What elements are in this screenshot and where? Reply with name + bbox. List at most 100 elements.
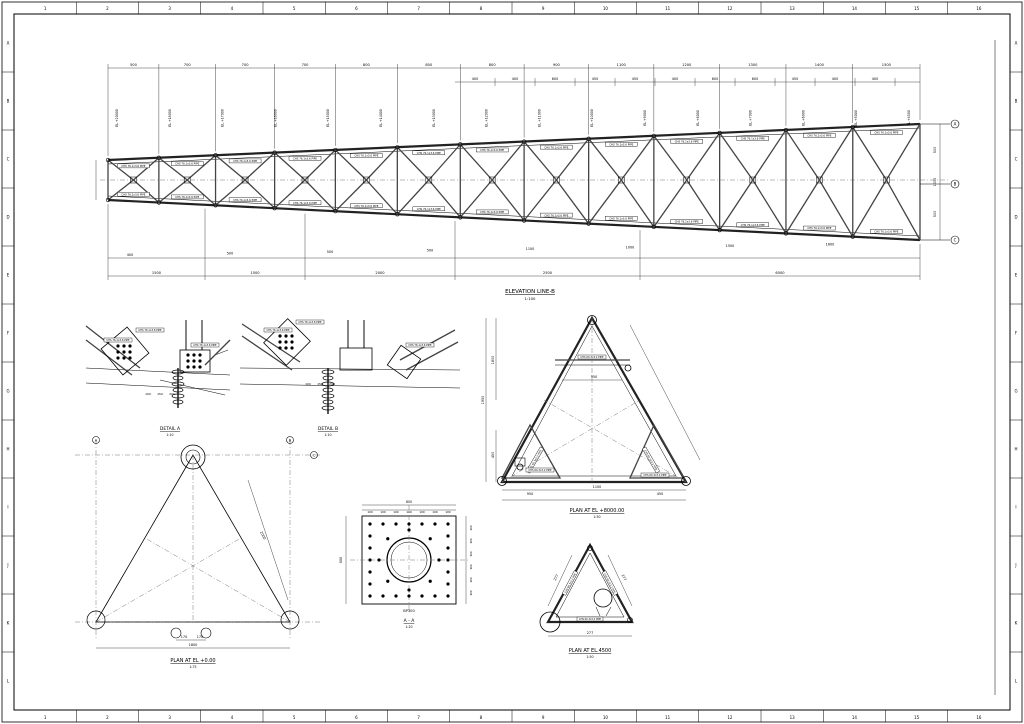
bolt — [122, 344, 126, 348]
truss-brace — [334, 179, 367, 212]
member-tag-box — [288, 156, 322, 161]
truss-brace — [215, 154, 246, 181]
member-tag-box — [605, 142, 638, 147]
dim-text-right: 1000 — [933, 178, 937, 187]
truss-gusset — [241, 176, 249, 184]
bolt — [198, 359, 202, 363]
section-a-a-scale: 1:20 — [405, 625, 412, 629]
frame-col-label: 6 — [355, 6, 358, 11]
base-bolt — [420, 522, 424, 526]
frame-row-label: J — [1014, 563, 1016, 568]
top-chord-edge — [107, 127, 921, 165]
frame-col-label: 2 — [106, 715, 109, 720]
truss-brace — [852, 179, 887, 238]
grid-bubble — [950, 179, 960, 189]
plan-el-0-scale: 1:75 — [189, 665, 196, 669]
grid-bubble — [950, 119, 960, 129]
truss-brace — [274, 152, 306, 181]
base-bolt-ring — [428, 579, 432, 583]
truss-brace — [752, 129, 787, 181]
frame-col-label: 15 — [914, 715, 920, 720]
dim-text-bottom: 2500 — [543, 271, 553, 275]
dim-text-top: 500 — [130, 63, 138, 67]
bottom-chord-edge — [107, 195, 921, 237]
truss-node — [333, 147, 338, 153]
member-tag: CHS 76.1x3.6 PIPE — [807, 226, 831, 230]
member-tag: CHS 76.1x3.6 PIPE — [233, 198, 257, 202]
dim-text-top: 800 — [489, 63, 497, 67]
frame-col-label: 5 — [293, 715, 296, 720]
member-tag-box — [350, 203, 383, 208]
dim-text-row: 500 — [327, 250, 333, 254]
member-tag: CHS 76.1x3.6 PIPE — [807, 134, 831, 138]
plan-0-dim: 2000 — [259, 531, 267, 541]
frame-row-label: F — [7, 331, 10, 336]
truss-gusset — [130, 176, 137, 184]
frame-row-label: B — [1015, 99, 1018, 104]
bolt — [284, 334, 288, 338]
detail-a-title: DETAIL A — [160, 426, 181, 432]
dim-text-top: 800 — [363, 63, 371, 67]
member-tag: CHS 76.1x3.6 PIPE — [609, 142, 633, 146]
truss-brace — [133, 179, 160, 203]
member-tag: CHS 76.1x3.6 PIPE — [293, 156, 317, 160]
level-label: EL.+18000 — [168, 109, 172, 127]
plan-0-grid-label: B — [289, 438, 292, 442]
detail-dim-text: 150 — [157, 392, 163, 396]
plan-8000-tag-box — [640, 472, 670, 478]
frame-row-label: E — [7, 273, 10, 278]
frame-col-label: 9 — [542, 6, 545, 11]
frame-col-label: 5 — [293, 6, 296, 11]
truss-brace — [334, 149, 367, 181]
dim-text-top: 1100 — [617, 63, 627, 67]
truss-node — [458, 142, 463, 147]
truss-brace — [459, 143, 493, 181]
member-tag: CHS 76.1x3.6 PIPE — [675, 220, 699, 224]
frame-col-label: 10 — [603, 715, 609, 720]
detail-a-scale: 1:10 — [166, 433, 173, 437]
detail-tag-box — [263, 327, 293, 333]
detail-dim-text: 150 — [317, 382, 323, 386]
base-dim-side: 100 — [469, 564, 473, 570]
truss-brace — [365, 146, 398, 181]
truss-node — [522, 218, 527, 223]
level-label: EL.+6000 — [801, 110, 805, 126]
truss-brace — [555, 138, 590, 181]
member-tag: CHS 76.1x3.6 PIPE — [741, 223, 765, 227]
member-tag-box — [736, 136, 769, 141]
frame-row-label: H — [6, 447, 9, 452]
truss-brace — [785, 129, 820, 181]
base-dim-side: 100 — [469, 551, 473, 557]
dim-text-bottom: 6500 — [775, 271, 785, 275]
base-dim-top: 100 — [380, 510, 386, 514]
base-bolt — [407, 594, 411, 598]
plan-4500-dim: 277 — [587, 631, 593, 635]
truss-node — [783, 231, 789, 236]
detail-tag-box — [405, 342, 435, 348]
member-tag: CHS 76.1x3.6 PIPE — [544, 145, 568, 149]
member-tag-box — [803, 225, 836, 231]
dim-text-top2: 600 — [552, 77, 558, 81]
plan-el-8000-scale: 1:50 — [593, 515, 600, 519]
base-dim-overall-side: 800 — [339, 557, 343, 563]
bolt — [192, 365, 196, 369]
member-tag-box — [350, 153, 383, 158]
truss-gusset — [749, 176, 757, 184]
member-tag-box — [228, 158, 262, 164]
base-dim-top: 100 — [419, 510, 425, 514]
truss-node — [651, 133, 656, 138]
member-tag: CHS 76.1x3.6 PIPE — [121, 164, 145, 168]
level-label: EL.+8000 — [696, 110, 700, 126]
truss-brace — [428, 143, 461, 181]
truss-gusset — [553, 176, 560, 184]
frame-col-label: 8 — [480, 6, 483, 11]
truss-brace — [852, 126, 887, 181]
frame-col-label: 7 — [417, 715, 420, 720]
member-tag: CHS 76.1x3.6 PIPE — [175, 195, 199, 199]
dim-text-top2: 450 — [792, 77, 798, 81]
member-tag-box — [540, 144, 573, 150]
member-tag-box — [412, 150, 446, 155]
frame-row-label: A — [1015, 41, 1018, 46]
plan-4500-dim: 277 — [621, 574, 628, 582]
